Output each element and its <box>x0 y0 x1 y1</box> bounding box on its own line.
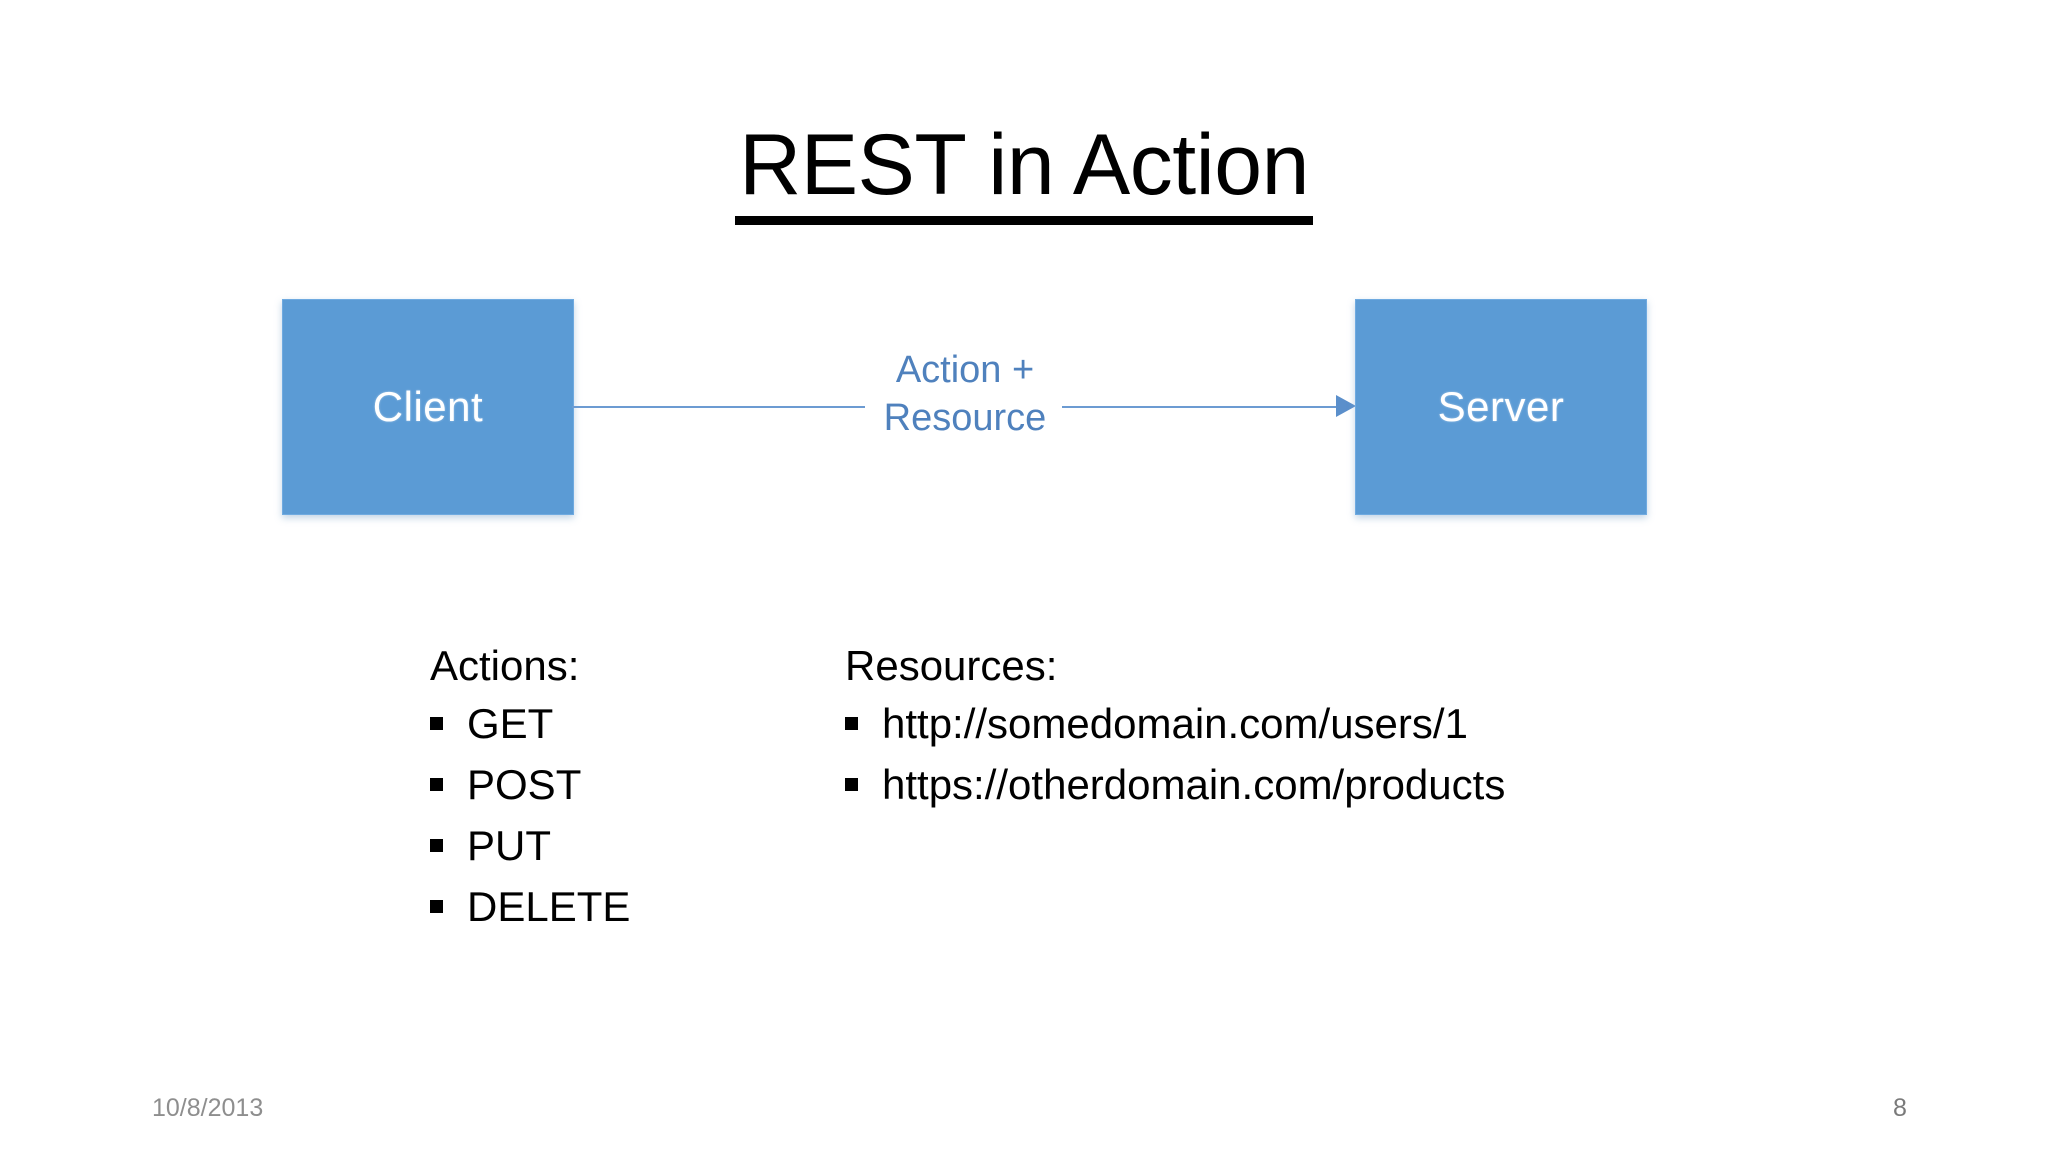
resources-column: Resources: http://somedomain.com/users/1… <box>845 645 1505 825</box>
diagram-node-client-label: Client <box>372 383 484 430</box>
footer-page-number: 8 <box>1893 1094 1907 1122</box>
actions-heading: Actions: <box>430 642 580 689</box>
list-item-label: DELETE <box>467 883 631 930</box>
connector-line-left <box>572 406 865 408</box>
list-item: PUT <box>430 825 630 886</box>
footer-date: 10/8/2013 <box>152 1094 264 1122</box>
square-bullet-icon <box>430 900 443 913</box>
page-title: REST in Action <box>0 120 2048 226</box>
square-bullet-icon <box>430 839 443 852</box>
diagram-node-server[interactable]: Server <box>1355 299 1647 515</box>
page-title-text: REST in Action <box>735 120 1313 226</box>
actions-column: Actions: GET POST PUT DELETE <box>430 645 630 947</box>
square-bullet-icon <box>845 778 858 791</box>
arrow-right-icon <box>1336 395 1356 417</box>
resources-heading: Resources: <box>845 642 1058 689</box>
list-item-label: https://otherdomain.com/products <box>882 761 1506 808</box>
connector-label: Action + Resource <box>855 347 1075 442</box>
list-item-label: http://somedomain.com/users/1 <box>882 700 1468 747</box>
actions-list: GET POST PUT DELETE <box>430 703 630 947</box>
list-item: GET <box>430 703 630 764</box>
list-item: POST <box>430 764 630 825</box>
list-item-label: PUT <box>467 822 551 869</box>
square-bullet-icon <box>430 778 443 791</box>
diagram-node-client[interactable]: Client <box>282 299 574 515</box>
list-item-label: GET <box>467 700 554 747</box>
diagram-node-server-label: Server <box>1437 383 1565 430</box>
connector-label-line1: Action + <box>895 349 1035 391</box>
square-bullet-icon <box>845 717 858 730</box>
connector-line-right <box>1062 406 1344 408</box>
list-item: http://somedomain.com/users/1 <box>845 703 1505 764</box>
list-item-label: POST <box>467 761 582 808</box>
connector-label-line2: Resource <box>883 396 1047 439</box>
list-item: DELETE <box>430 886 630 947</box>
resources-list: http://somedomain.com/users/1 https://ot… <box>845 703 1505 825</box>
square-bullet-icon <box>430 717 443 730</box>
list-item: https://otherdomain.com/products <box>845 764 1505 825</box>
